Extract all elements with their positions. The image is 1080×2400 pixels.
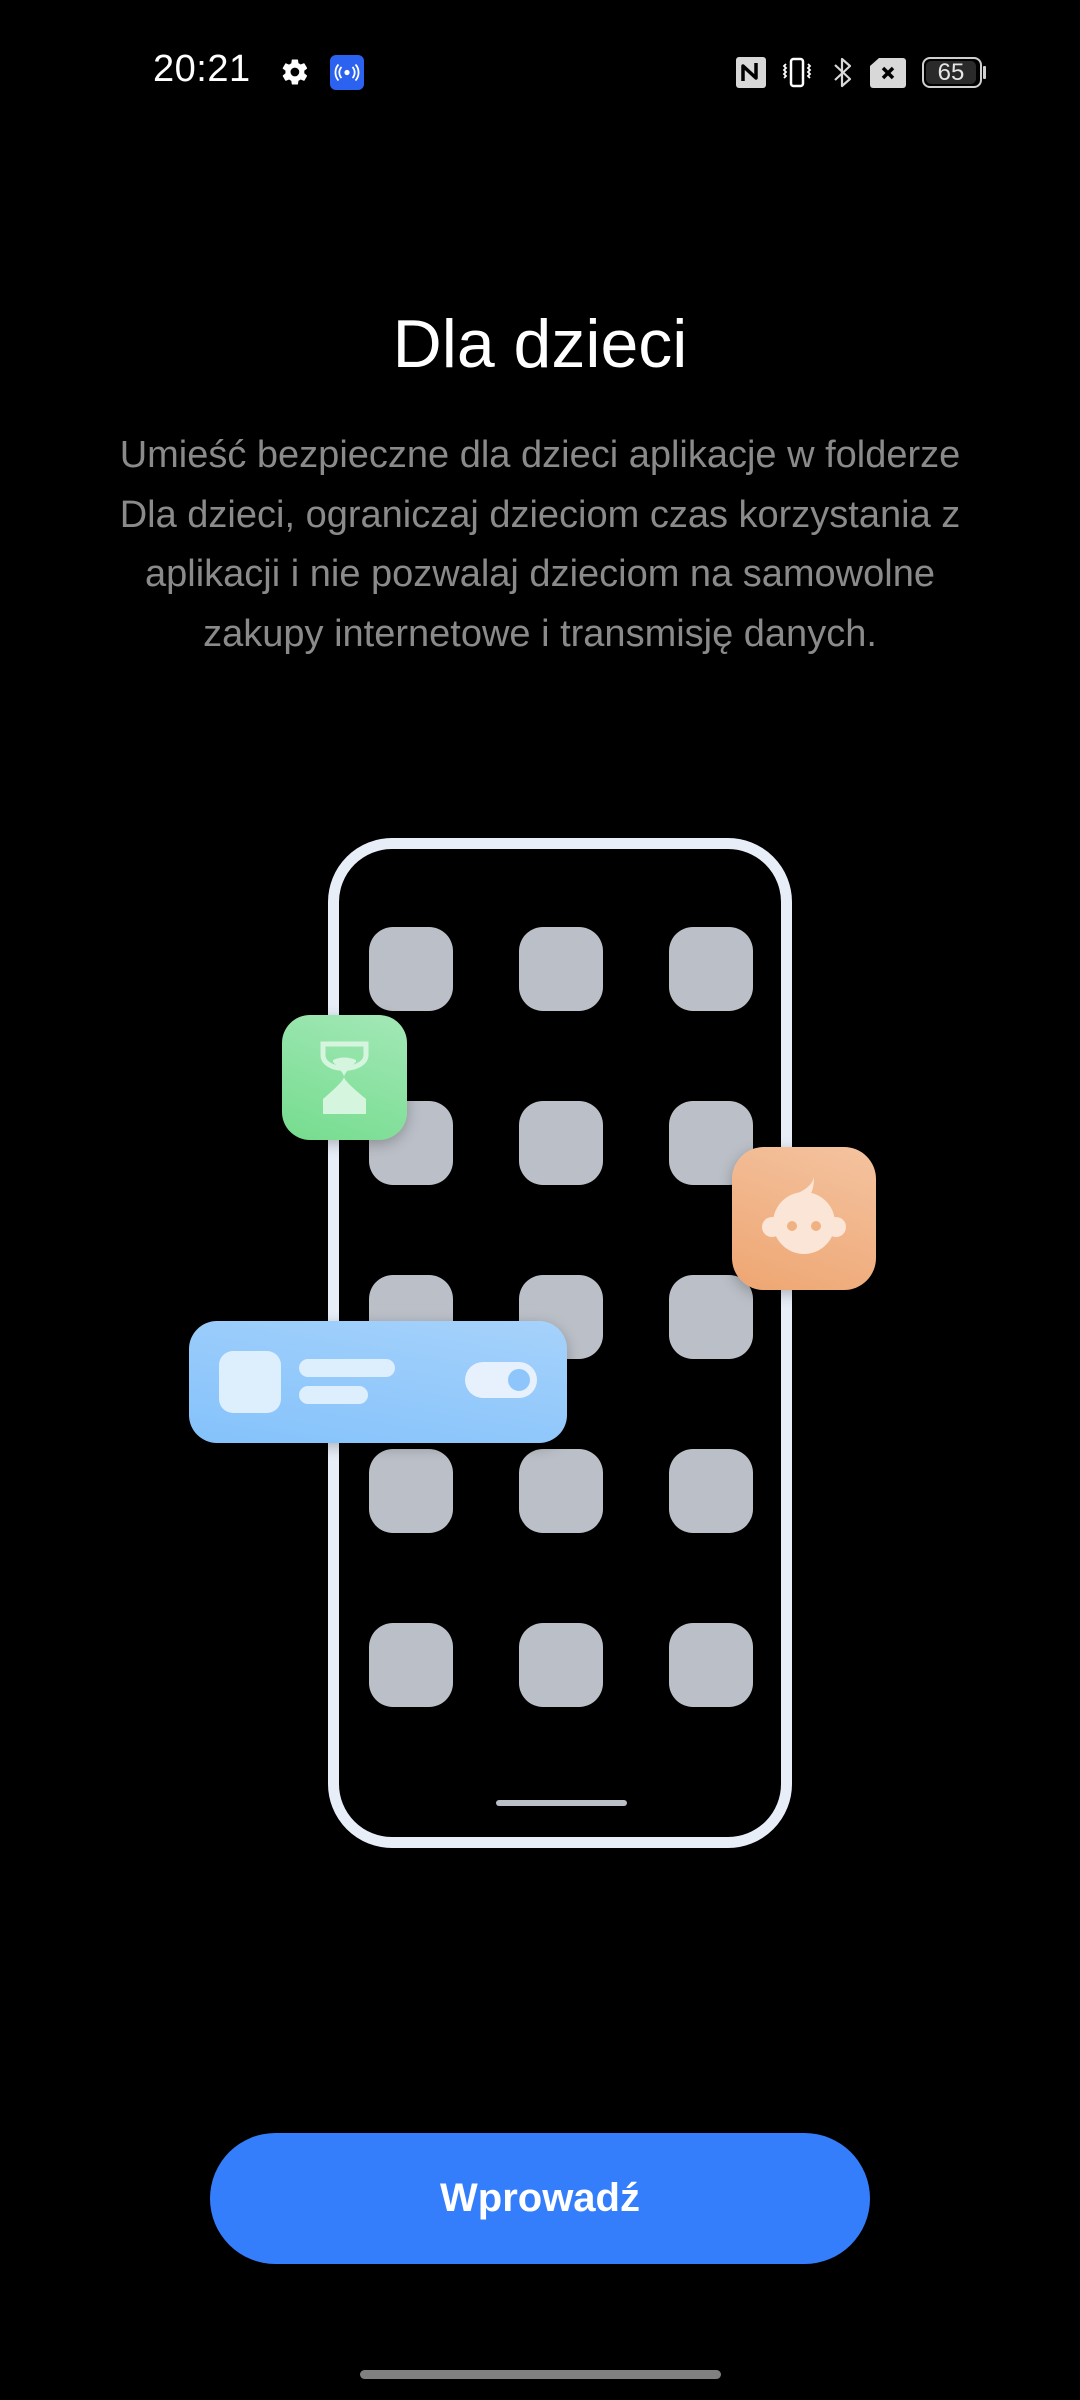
battery-icon: 65 xyxy=(922,57,986,88)
app-tile xyxy=(369,1623,453,1707)
kids-mode-tile xyxy=(732,1147,876,1290)
app-tile xyxy=(369,1449,453,1533)
enter-button[interactable]: Wprowadź xyxy=(210,2133,870,2264)
widget-text-line xyxy=(299,1359,395,1377)
app-tile xyxy=(669,927,753,1011)
app-tile xyxy=(369,927,453,1011)
nfc-icon xyxy=(736,57,766,88)
vibrate-icon xyxy=(782,57,812,88)
toggle-widget xyxy=(189,1321,567,1443)
app-tile xyxy=(519,1101,603,1185)
battery-level: 65 xyxy=(937,59,965,86)
status-time: 20:21 xyxy=(153,48,251,90)
app-tile xyxy=(669,1449,753,1533)
gear-icon xyxy=(282,59,308,85)
phone-home-indicator xyxy=(496,1800,627,1806)
app-tile xyxy=(669,1275,753,1359)
screen-time-tile xyxy=(282,1015,407,1140)
system-home-bar[interactable] xyxy=(360,2370,721,2379)
no-sim-icon xyxy=(870,58,906,88)
widget-text-line xyxy=(299,1386,368,1404)
hourglass-icon xyxy=(320,1041,369,1114)
widget-app-icon xyxy=(219,1351,281,1413)
app-tile xyxy=(519,1449,603,1533)
page-title: Dla dzieci xyxy=(392,306,688,382)
app-tile xyxy=(669,1623,753,1707)
widget-toggle-knob xyxy=(506,1367,532,1393)
app-tile xyxy=(519,1623,603,1707)
page-description: Umieść bezpieczne dla dzieci aplikacje w… xyxy=(119,434,961,655)
baby-face-icon xyxy=(762,1177,846,1254)
hotspot-icon xyxy=(330,55,364,90)
widget-toggle xyxy=(465,1362,537,1398)
bluetooth-icon xyxy=(834,57,852,88)
status-bar: 20:21 65 xyxy=(0,0,1080,140)
app-tile xyxy=(519,927,603,1011)
